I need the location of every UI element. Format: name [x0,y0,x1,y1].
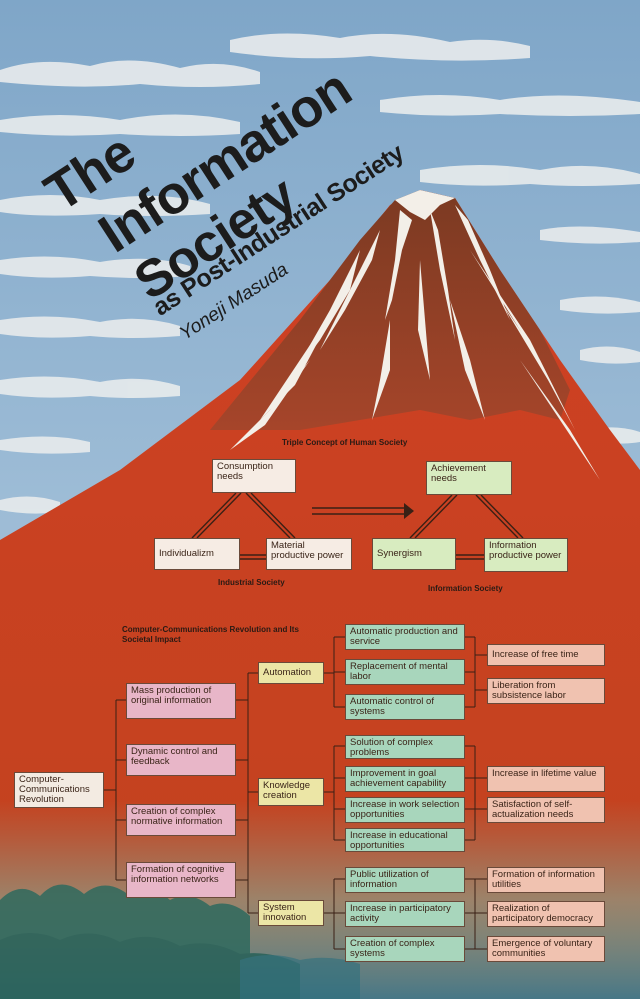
industrial-society-caption: Industrial Society [218,578,285,587]
information-productive-power-box: Information productive power [484,538,568,572]
knowledge-item-1: Solution of complex problems [345,735,465,759]
knowledge-item-2: Improvement in goal achievement capabili… [345,766,465,792]
knowledge-outcome-1: Increase in lifetime value [487,766,605,792]
knowledge-item-3: Increase in work selection opportunities [345,797,465,823]
cause-4: Formation of cognitive information netwo… [126,862,236,898]
achievement-needs-box: Achievement needs [426,461,512,495]
revolution-heading: Computer-Communications Revolution and I… [122,625,299,644]
individualizm-box: Individualizm [154,538,240,570]
branch-knowledge-creation: Knowledge creation [258,778,324,806]
system-outcome-1: Formation of information utilities [487,867,605,893]
branch-system-innovation: System innovation [258,900,324,926]
knowledge-outcome-2: Satisfaction of self-actualization needs [487,797,605,823]
cause-3: Creation of complex normative informatio… [126,804,236,836]
root-box: Computer-Communications Revolution [14,772,104,808]
information-society-caption: Information Society [428,584,503,593]
synergism-box: Synergism [372,538,456,570]
system-outcome-3: Emergence of voluntary communities [487,936,605,962]
triple-concept-heading: Triple Concept of Human Society [282,438,408,447]
system-item-3: Creation of complex systems [345,936,465,962]
material-productive-power-box: Material productive power [266,538,352,570]
automation-outcome-2: Liberation from subsistence labor [487,678,605,704]
branch-automation: Automation [258,662,324,684]
knowledge-item-4: Increase in educational opportunities [345,828,465,852]
cause-1: Mass production of original information [126,683,236,719]
consumption-needs-box: Consumption needs [212,459,296,493]
system-item-1: Public utilization of information [345,867,465,893]
system-outcome-2: Realization of participatory democracy [487,901,605,927]
automation-item-3: Automatic control of systems [345,694,465,720]
cause-2: Dynamic control and feedback [126,744,236,776]
system-item-2: Increase in participatory activity [345,901,465,927]
automation-outcome-1: Increase of free time [487,644,605,666]
automation-item-2: Replacement of mental labor [345,659,465,685]
automation-item-1: Automatic production and service [345,624,465,650]
